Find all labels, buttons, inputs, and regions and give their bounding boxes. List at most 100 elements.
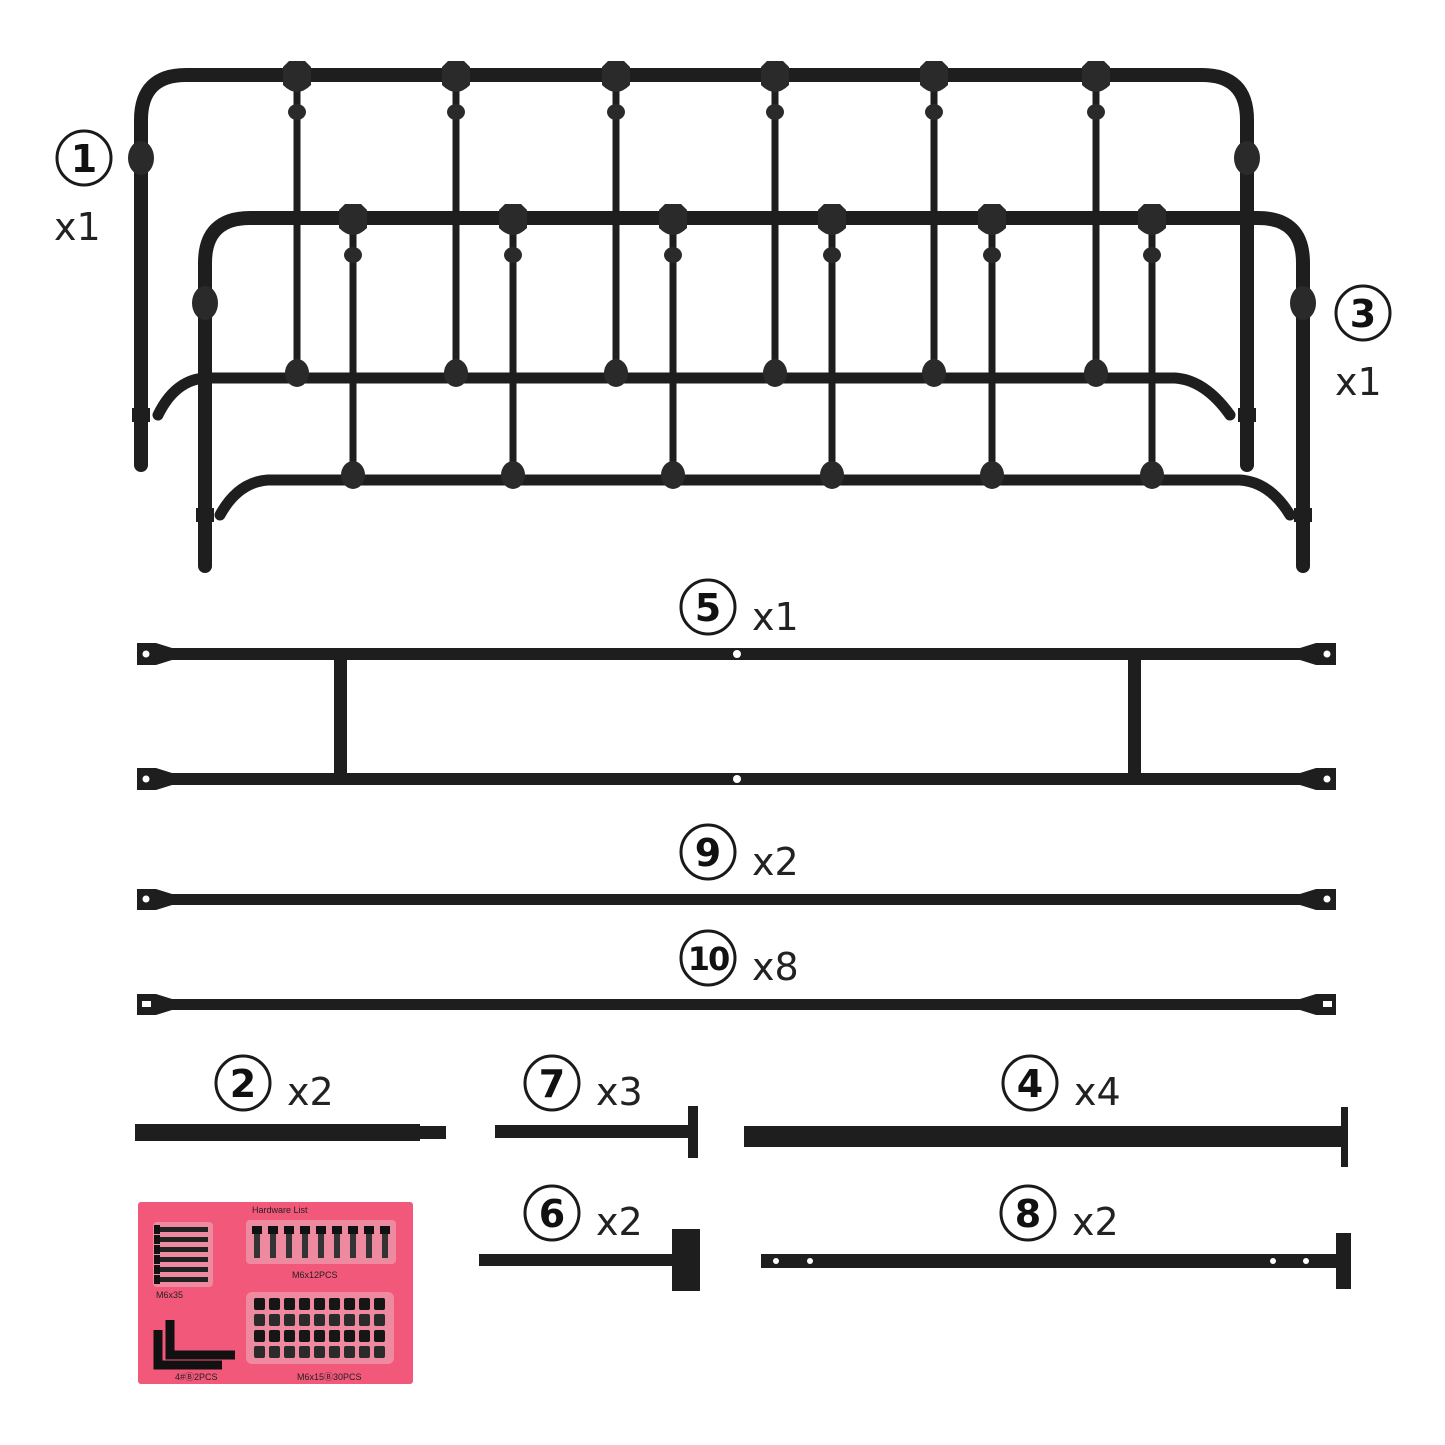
support-8 [761,1233,1351,1289]
bolt [269,1298,280,1310]
finial [283,61,311,92]
collar [447,104,465,120]
bolt [254,1330,265,1342]
part-number: 4 [1017,1062,1043,1106]
finial [442,61,470,92]
hardware-label: 4#Ⓑ2PCS [175,1372,218,1382]
collar [504,247,522,263]
part-qty: x1 [1335,360,1382,404]
bolt [284,1298,295,1310]
bolt [329,1298,340,1310]
headboard-1 [128,61,1260,472]
collar [285,359,309,387]
side-rail-9 [137,889,1336,910]
collar [444,359,468,387]
bolt-head [154,1235,160,1244]
part-qty: x2 [752,840,799,884]
bolt-head [364,1226,374,1234]
collar [288,104,306,120]
label-part-5: 5 x1 [679,578,799,639]
collar [1084,359,1108,387]
bolt [254,1298,265,1310]
bolt [374,1314,385,1326]
long-bolts-icon [153,1222,213,1287]
label-part-4: 4 x4 [1001,1054,1121,1114]
bolt-head [284,1226,294,1234]
spindle [988,218,996,475]
bolt [158,1277,208,1282]
bolt [374,1298,385,1310]
bolt-head [348,1226,358,1234]
collar [501,461,525,489]
bolt-head [154,1255,160,1264]
small-bolts-icon [246,1292,394,1364]
part-number: 9 [695,831,721,875]
short-bolts-icon [246,1220,396,1264]
label-part-6: 6 x2 [523,1184,643,1244]
bolt [299,1346,310,1358]
bolt [329,1346,340,1358]
spindle [828,218,836,475]
bolt-head [316,1226,326,1234]
label-part-10: 10 x8 [679,929,799,989]
bolt [359,1346,370,1358]
finial [1138,204,1166,235]
allen-key-icon [153,1320,235,1370]
part-qty: x1 [54,205,101,249]
label-part-2: 2 x2 [214,1054,334,1114]
spindle [669,218,677,475]
bolt [284,1314,295,1326]
finial [978,204,1006,235]
support-4 [744,1107,1348,1167]
bolt [366,1234,372,1258]
collar [766,104,784,120]
bolt [299,1314,310,1326]
bolt [344,1346,355,1358]
bolt [374,1330,385,1342]
bolt [284,1346,295,1358]
bolt [344,1298,355,1310]
hardware-label: M6x35 [156,1290,183,1300]
part-number: 5 [695,586,721,630]
bolt-head [380,1226,390,1234]
bolt [254,1234,260,1258]
bolt [286,1234,292,1258]
bolt [374,1346,385,1358]
collar [607,104,625,120]
bolt-head [154,1265,160,1274]
bolt-head [154,1275,160,1284]
bolt [314,1298,325,1310]
bolt [284,1330,295,1342]
bolt [350,1234,356,1258]
collar [661,461,685,489]
bolt [314,1346,325,1358]
support-7 [495,1106,698,1158]
bolt [158,1247,208,1252]
hardware-pack: Hardware List M6x35 M6x12PCS 4#Ⓑ2PCS M6x… [138,1202,413,1384]
part-number: 6 [539,1192,565,1236]
bolt [359,1314,370,1326]
collar [763,359,787,387]
collar [922,359,946,387]
bolt [318,1234,324,1258]
bolt [382,1234,388,1258]
collar [604,359,628,387]
hardware-title: Hardware List [252,1205,308,1215]
finial [1082,61,1110,92]
label-part-3: 3 x1 [1334,284,1392,404]
collar [925,104,943,120]
part-qty: x1 [752,595,799,639]
finial [659,204,687,235]
bolt [314,1314,325,1326]
bolt-head [154,1245,160,1254]
bolt [334,1234,340,1258]
finial [920,61,948,92]
collar [1143,247,1161,263]
spindle [1148,218,1156,475]
bolt [359,1330,370,1342]
part-number: 7 [539,1062,565,1106]
part-number: 1 [71,137,97,181]
part-number: 8 [1015,1192,1041,1236]
finial [818,204,846,235]
